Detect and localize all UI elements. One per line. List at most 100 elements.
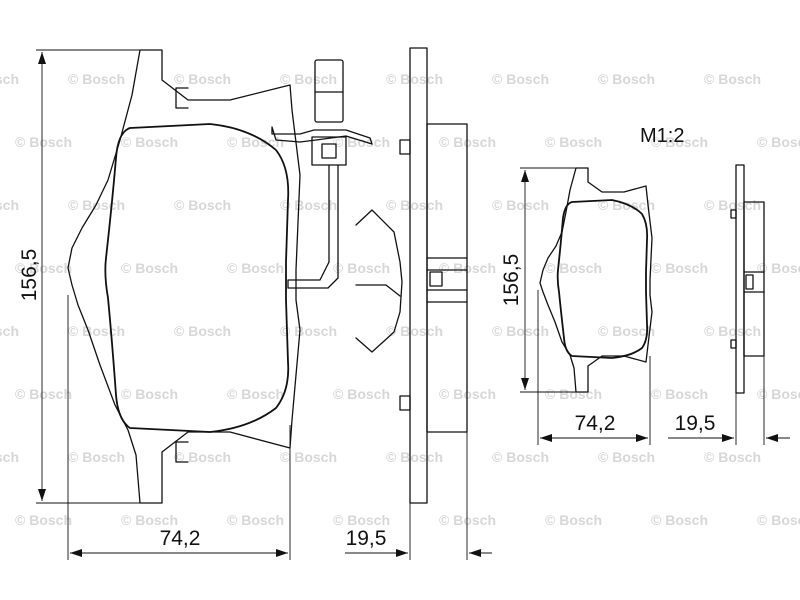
large-dimensions: 156,5 74,2 19,5 — [18, 49, 492, 560]
watermark-text: © Bosch — [174, 323, 231, 339]
sensor-connector-plug — [314, 59, 344, 123]
watermark-text: © Bosch — [386, 323, 443, 339]
watermark-text: © Bosch — [121, 512, 178, 528]
large-height-arrow-top — [38, 52, 46, 64]
watermark-text: © Bosch — [439, 512, 496, 528]
watermark-text: © Bosch — [227, 260, 284, 276]
large-side-backing-plate — [409, 47, 428, 504]
watermark-text: © Bosch — [68, 449, 125, 465]
watermark-text: © Bosch — [386, 449, 443, 465]
watermark-text: © Bosch — [333, 260, 390, 276]
small-side-ear-bottom — [730, 339, 737, 349]
watermark-text: © Bosch — [492, 323, 549, 339]
watermark-text: © Bosch — [492, 197, 549, 213]
large-pad-side-view — [271, 47, 468, 504]
watermark-text: © Bosch — [651, 386, 708, 402]
small-thickness-arrow-left — [722, 434, 734, 442]
small-width-arrow-right — [636, 434, 648, 442]
watermark-text: © Bosch — [15, 386, 72, 402]
watermark-text: © Bosch — [227, 512, 284, 528]
small-friction-material — [556, 199, 649, 359]
watermark-text: © Bosch — [333, 512, 390, 528]
watermark-text: © Bosch — [227, 386, 284, 402]
watermark-text: © Bosch — [757, 386, 800, 402]
watermark-text: © Bosch — [704, 71, 761, 87]
large-height-arrow-bottom — [38, 489, 46, 501]
watermark-text: © Bosch — [492, 449, 549, 465]
large-pad-front-view — [67, 49, 301, 504]
watermark-text: © Bosch — [0, 71, 19, 87]
large-side-friction-block — [426, 123, 468, 433]
watermark-text: © Bosch — [0, 323, 19, 339]
watermark-text: © Bosch — [174, 71, 231, 87]
watermark-text: © Bosch — [280, 71, 337, 87]
large-top-tab — [175, 87, 189, 109]
watermark-text: © Bosch — [15, 260, 72, 276]
watermark-text: © Bosch — [280, 449, 337, 465]
small-pad-front-view — [539, 167, 653, 393]
watermark-text: © Bosch — [545, 512, 602, 528]
watermark-text: © Bosch — [280, 323, 337, 339]
small-height-label: 156,5 — [500, 254, 523, 307]
large-side-center-pin — [429, 271, 443, 287]
watermark-text: © Bosch — [651, 134, 708, 150]
large-friction-material — [104, 123, 290, 433]
watermark-text: © Bosch — [757, 260, 800, 276]
watermark-text: © Bosch — [174, 449, 231, 465]
watermark-text: © Bosch — [15, 134, 72, 150]
watermark-text: © Bosch — [492, 71, 549, 87]
large-thickness-arrow-left — [396, 549, 408, 557]
watermark-text: © Bosch — [121, 386, 178, 402]
large-backing-plate — [67, 49, 301, 504]
small-dimensions: 156,5 74,2 19,5 — [500, 167, 790, 445]
small-side-center-pin — [745, 274, 754, 290]
watermark-text: © Bosch — [598, 71, 655, 87]
small-thickness-arrow-right — [766, 434, 778, 442]
small-width-label: 74,2 — [575, 412, 616, 435]
large-height-label: 156,5 — [18, 249, 41, 302]
watermark-text: © Bosch — [0, 449, 19, 465]
small-side-friction-block — [743, 201, 765, 357]
watermark-text: © Bosch — [651, 260, 708, 276]
small-height-arrow-top — [521, 170, 529, 182]
large-bottom-tab — [175, 441, 189, 463]
small-backing-plate — [539, 167, 653, 393]
watermark-text: © Bosch — [174, 197, 231, 213]
watermark-text: © Bosch — [121, 260, 178, 276]
large-thickness-arrow-right — [469, 549, 481, 557]
watermark-text: © Bosch — [598, 323, 655, 339]
small-thickness-label: 19,5 — [675, 412, 716, 435]
watermark-text: © Bosch — [386, 197, 443, 213]
watermark-text: © Bosch — [598, 449, 655, 465]
large-side-ear-bottom — [399, 395, 411, 411]
large-wear-sensor — [271, 59, 373, 289]
watermark-text: © Bosch — [68, 71, 125, 87]
large-clip-arm — [355, 284, 401, 297]
large-width-label: 74,2 — [160, 527, 201, 550]
sensor-connector-tab — [321, 143, 337, 159]
watermark-text: © Bosch — [15, 512, 72, 528]
watermark-text: © Bosch — [280, 197, 337, 213]
watermark-text: © Bosch — [704, 323, 761, 339]
watermark-text: © Bosch — [651, 512, 708, 528]
watermark-text: © Bosch — [704, 449, 761, 465]
small-height-arrow-bottom — [521, 378, 529, 390]
small-width-arrow-left — [540, 434, 552, 442]
watermark-text: © Bosch — [121, 134, 178, 150]
watermark-text: © Bosch — [545, 386, 602, 402]
watermark-text: © Bosch — [68, 323, 125, 339]
watermark-text: © Bosch — [0, 197, 19, 213]
watermark-text: © Bosch — [757, 512, 800, 528]
large-width-arrow-right — [276, 549, 288, 557]
watermark-text: © Bosch — [545, 260, 602, 276]
small-pad-side-view — [730, 164, 765, 394]
large-width-arrow-left — [70, 549, 82, 557]
scale-label: M1:2 — [640, 125, 684, 147]
sensor-cable-bracket — [271, 126, 373, 145]
watermark-text: © Bosch — [704, 197, 761, 213]
watermark-text: © Bosch — [386, 71, 443, 87]
watermark-text: © Bosch — [757, 134, 800, 150]
small-side-ear-top — [730, 209, 737, 219]
watermark-text: © Bosch — [333, 134, 390, 150]
